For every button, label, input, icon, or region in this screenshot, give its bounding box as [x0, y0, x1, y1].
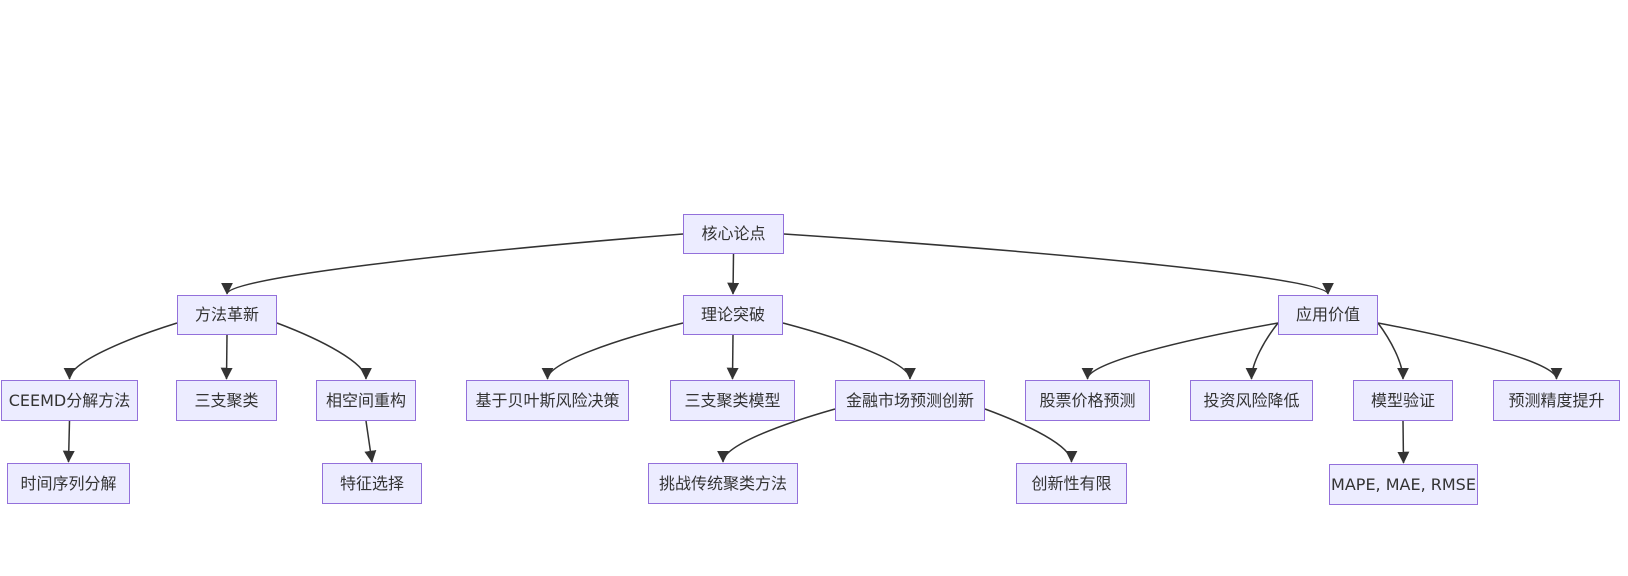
- edge-theory-to-three-way-model: [726, 334, 739, 380]
- node-label: 投资风险降低: [1203, 390, 1300, 410]
- edge-finance-to-limited-novelty: [984, 408, 1078, 463]
- node-finance: 金融市场预测创新: [835, 380, 985, 421]
- node-label: 股票价格预测: [1039, 390, 1136, 410]
- node-label: 方法革新: [194, 305, 259, 324]
- edge-value-to-precision: [1377, 322, 1563, 380]
- node-precision: 预测精度提升: [1493, 380, 1620, 421]
- edge-value-to-stock: [1081, 322, 1279, 380]
- node-label: 核心论点: [701, 224, 766, 243]
- node-label: 创新性有限: [1031, 473, 1112, 493]
- node-method: 方法革新: [177, 295, 277, 335]
- node-label: CEEMD分解方法: [8, 390, 131, 410]
- node-label: 金融市场预测创新: [845, 390, 974, 410]
- node-label: 三支聚类: [194, 390, 259, 410]
- node-value: 应用价值: [1278, 295, 1378, 335]
- node-bayes: 基于贝叶斯风险决策: [466, 380, 629, 421]
- node-ts-decomp: 时间序列分解: [7, 463, 130, 504]
- node-label: 模型验证: [1370, 390, 1435, 410]
- node-phase-space: 相空间重构: [316, 380, 416, 421]
- node-feature-sel: 特征选择: [322, 463, 422, 504]
- node-label: 挑战传统聚类方法: [658, 473, 787, 493]
- edge-value-to-validation: [1377, 322, 1409, 380]
- edge-value-to-risk: [1245, 322, 1279, 380]
- node-core: 核心论点: [683, 214, 784, 254]
- node-label: 相空间重构: [325, 390, 406, 410]
- node-label: MAPE, MAE, RMSE: [1331, 474, 1476, 494]
- node-limited-novelty: 创新性有限: [1016, 463, 1127, 504]
- edge-theory-to-finance: [782, 322, 916, 380]
- node-metrics: MAPE, MAE, RMSE: [1329, 464, 1478, 505]
- edge-method-to-three-way: [220, 334, 233, 380]
- edge-phase-space-to-feature-sel: [364, 420, 377, 463]
- edge-core-to-method: [221, 233, 684, 295]
- edge-method-to-phase-space: [276, 322, 372, 380]
- node-validation: 模型验证: [1353, 380, 1453, 421]
- node-theory: 理论突破: [683, 295, 783, 335]
- edge-method-to-ceemd: [63, 322, 178, 380]
- edge-finance-to-challenge: [717, 408, 836, 463]
- node-risk: 投资风险降低: [1190, 380, 1313, 421]
- node-stock: 股票价格预测: [1025, 380, 1150, 421]
- node-label: 预测精度提升: [1508, 390, 1605, 410]
- node-label: 应用价值: [1295, 305, 1360, 324]
- node-ceemd: CEEMD分解方法: [1, 380, 138, 421]
- edge-validation-to-metrics: [1397, 420, 1410, 464]
- node-label: 理论突破: [700, 305, 765, 324]
- node-label: 特征选择: [339, 473, 404, 493]
- edge-core-to-value: [783, 233, 1334, 295]
- node-label: 基于贝叶斯风险决策: [475, 390, 620, 410]
- edge-ceemd-to-ts-decomp: [62, 420, 75, 463]
- node-label: 三支聚类模型: [684, 390, 781, 410]
- edge-theory-to-bayes: [541, 322, 684, 380]
- edge-core-to-theory: [727, 253, 740, 295]
- node-label: 时间序列分解: [20, 473, 117, 493]
- node-three-way: 三支聚类: [176, 380, 277, 421]
- node-three-way-model: 三支聚类模型: [670, 380, 795, 421]
- node-challenge: 挑战传统聚类方法: [648, 463, 798, 504]
